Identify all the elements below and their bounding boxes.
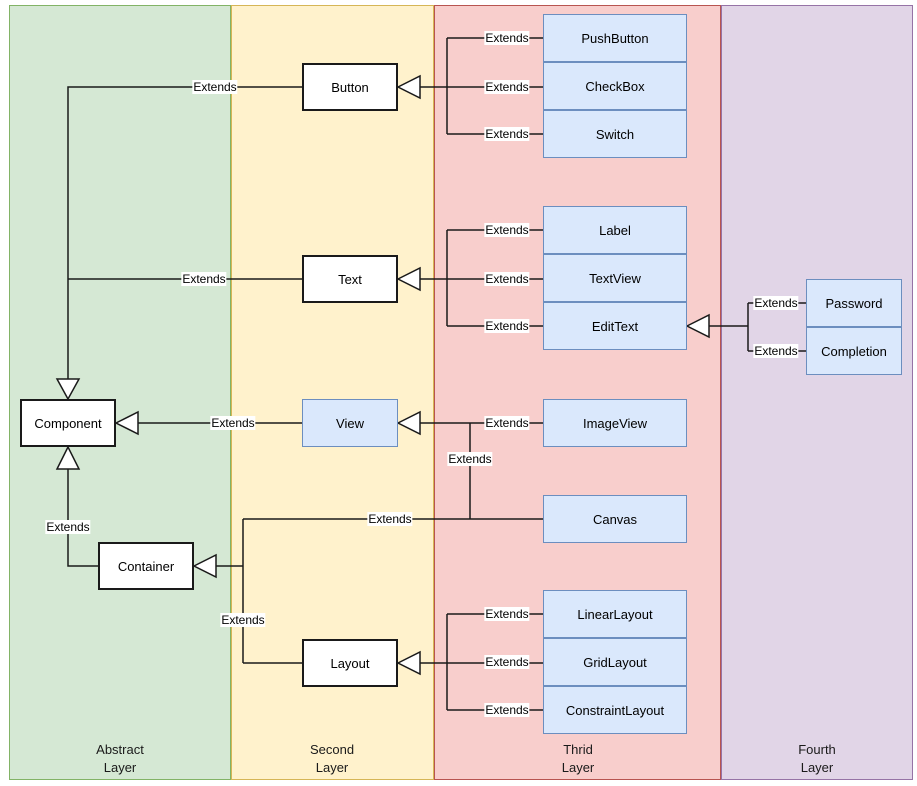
arrowhead-button-right-icon: [396, 74, 421, 100]
arrowhead-layout-right-icon: [396, 650, 421, 676]
layer-label-fourth-line2: Layer: [800, 760, 834, 775]
layer-label-second-line2: Layer: [315, 760, 349, 775]
node-checkbox[interactable]: CheckBox: [543, 62, 687, 110]
node-text[interactable]: Text: [302, 255, 398, 303]
node-pushbutton[interactable]: PushButton: [543, 14, 687, 62]
layer-label-abstract: Abstract Layer: [96, 741, 144, 777]
node-layout[interactable]: Layout: [302, 639, 398, 687]
layer-label-second: Second Layer: [310, 741, 354, 777]
edge-label-constraintlayout: Extends: [484, 703, 530, 717]
edge-label-pushbutton: Extends: [484, 31, 530, 45]
edge-label-imageview: Extends: [484, 416, 530, 430]
arrowhead-edittext-right-icon: [685, 313, 710, 339]
edge-label-edittext: Extends: [484, 319, 530, 333]
arrowhead-component-bottom-icon: [55, 445, 81, 470]
edge-container-component: [67, 469, 98, 567]
node-container[interactable]: Container: [98, 542, 194, 590]
edge-label-layout-container: Extends: [220, 613, 266, 627]
edge-label-canvas-container: Extends: [367, 512, 413, 526]
layer-label-third-line2: Layer: [561, 760, 595, 775]
edge-label-completion: Extends: [753, 344, 799, 358]
layer-label-second-line1: Second: [309, 742, 355, 757]
node-label[interactable]: Label: [543, 206, 687, 254]
layer-label-fourth-line1: Fourth: [798, 742, 836, 757]
edge-label-linearlayout: Extends: [484, 607, 530, 621]
edge-label-checkbox: Extends: [484, 80, 530, 94]
layer-label-third-line1: Thrid: [563, 742, 593, 757]
node-textview[interactable]: TextView: [543, 254, 687, 302]
node-linearlayout[interactable]: LinearLayout: [543, 590, 687, 638]
node-button[interactable]: Button: [302, 63, 398, 111]
edge-label-button-component: Extends: [192, 80, 238, 94]
edge-label-switch: Extends: [484, 127, 530, 141]
node-imageview[interactable]: ImageView: [543, 399, 687, 447]
edge-label-textview: Extends: [484, 272, 530, 286]
node-canvas[interactable]: Canvas: [543, 495, 687, 543]
node-edittext[interactable]: EditText: [543, 302, 687, 350]
arrowhead-component-top-icon: [55, 378, 81, 401]
edge-label-password: Extends: [753, 296, 799, 310]
layer-band-abstract: [9, 5, 231, 780]
node-view[interactable]: View: [302, 399, 398, 447]
edge-label-label: Extends: [484, 223, 530, 237]
arrowhead-view-right-icon: [396, 410, 421, 436]
layer-label-third: Thrid Layer: [562, 741, 595, 777]
edge-button-component: [67, 86, 302, 379]
edge-label-text-component: Extends: [181, 272, 227, 286]
node-password[interactable]: Password: [806, 279, 902, 327]
node-constraintlayout[interactable]: ConstraintLayout: [543, 686, 687, 734]
layer-label-abstract-line2: Layer: [103, 760, 137, 775]
node-component[interactable]: Component: [20, 399, 116, 447]
node-completion[interactable]: Completion: [806, 327, 902, 375]
edge-label-view-component: Extends: [210, 416, 256, 430]
layer-label-abstract-line1: Abstract: [96, 742, 144, 757]
node-switch[interactable]: Switch: [543, 110, 687, 158]
arrowhead-component-right-icon: [114, 410, 139, 436]
edge-label-container-component: Extends: [45, 520, 91, 534]
edge-label-canvas-view: Extends: [447, 452, 493, 466]
arrowhead-text-right-icon: [396, 266, 421, 292]
layer-band-fourth: [721, 5, 913, 780]
layer-label-fourth: Fourth Layer: [798, 741, 836, 777]
arrowhead-container-right-icon: [192, 553, 217, 579]
edge-label-gridlayout: Extends: [484, 655, 530, 669]
node-gridlayout[interactable]: GridLayout: [543, 638, 687, 686]
